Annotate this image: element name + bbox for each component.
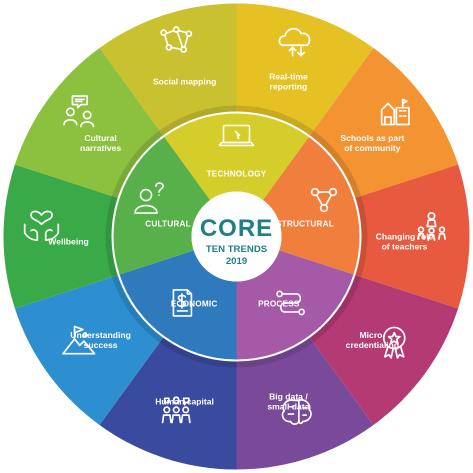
inner-ring-border (111, 111, 362, 362)
trend-label-big-data-small-data: Big data / (269, 391, 308, 401)
category-label-cultural: CULTURAL (145, 219, 191, 228)
invoice-dollar-icon (172, 289, 193, 317)
category-structural[interactable] (262, 136, 360, 275)
teacher-students-icon (417, 212, 446, 241)
segment-understanding-success[interactable] (14, 274, 164, 426)
outer-ring: Social mapping Real-timereportingSchools … (3, 3, 470, 470)
award-badge-icon (382, 326, 406, 359)
trend-label-wellbeing: Wellbeing (48, 237, 88, 247)
core-logo-text: CORE (200, 215, 273, 242)
trend-label-understanding-success: success (84, 340, 118, 350)
social-network-icon (160, 26, 193, 53)
heart-hands-icon (23, 210, 60, 241)
mountain-flag-icon (62, 325, 96, 355)
center-disc (191, 191, 282, 282)
segment-real-time-reporting[interactable] (236, 3, 374, 137)
flow-path-icon (276, 290, 305, 316)
laptop-icon (218, 124, 255, 147)
segment-changing-role-teachers[interactable] (354, 164, 470, 309)
segment-social-mapping[interactable] (99, 3, 237, 137)
brain-chip-icon (281, 399, 312, 425)
cloud-sync-icon (278, 27, 311, 57)
center-badge: CORE TEN TRENDS 2019 (191, 191, 282, 282)
center-year: 2019 (226, 256, 247, 267)
trend-label-changing-role-teachers: Changing role (376, 232, 434, 242)
trend-label-human-capital: Human capital (155, 396, 214, 406)
segment-micro-credentialing[interactable] (309, 274, 459, 426)
category-label-technology: TECHNOLOGY (207, 170, 267, 179)
network-nodes-icon (310, 187, 338, 213)
segment-wellbeing[interactable] (3, 164, 119, 309)
category-label-structural: STRUCTURAL (276, 219, 334, 228)
trend-label-real-time-reporting: Real-time (269, 72, 308, 82)
trend-label-cultural-narratives: narratives (80, 143, 121, 153)
trend-label-micro-credentialing: Micro- (360, 330, 386, 340)
segment-schools-community[interactable] (309, 47, 459, 199)
trend-label-changing-role-teachers: of teachers (382, 242, 428, 252)
trend-label-big-data-small-data: small data (267, 401, 309, 411)
category-technology[interactable] (164, 113, 309, 201)
category-process[interactable] (236, 250, 354, 360)
trend-label-schools-community: Schools as part (340, 133, 404, 143)
segment-big-data-small-data[interactable] (236, 336, 374, 470)
school-buildings-icon (380, 98, 410, 126)
trend-label-cultural-narratives: Cultural (84, 133, 116, 143)
segment-cultural-narratives[interactable] (14, 47, 164, 199)
trend-label-micro-credentialing: credentialing (346, 340, 399, 350)
center-subtitle: TEN TRENDS (206, 244, 268, 255)
person-question-icon (134, 182, 164, 214)
trend-label-understanding-success: Understanding (70, 330, 131, 340)
trend-label-social-mapping: Social mapping (153, 77, 217, 87)
conversation-icon (63, 95, 95, 128)
category-label-process: PROCESS (258, 300, 300, 309)
category-cultural[interactable] (113, 136, 211, 275)
trend-label-schools-community: of community (344, 143, 401, 153)
team-ideas-icon (161, 396, 191, 424)
inner-ring: TECHNOLOGY STRUCTURAL PROCESS ECONOMIC CULTU… (111, 111, 362, 362)
trend-label-real-time-reporting: reporting (270, 82, 308, 92)
category-label-economic: ECONOMIC (171, 300, 218, 309)
